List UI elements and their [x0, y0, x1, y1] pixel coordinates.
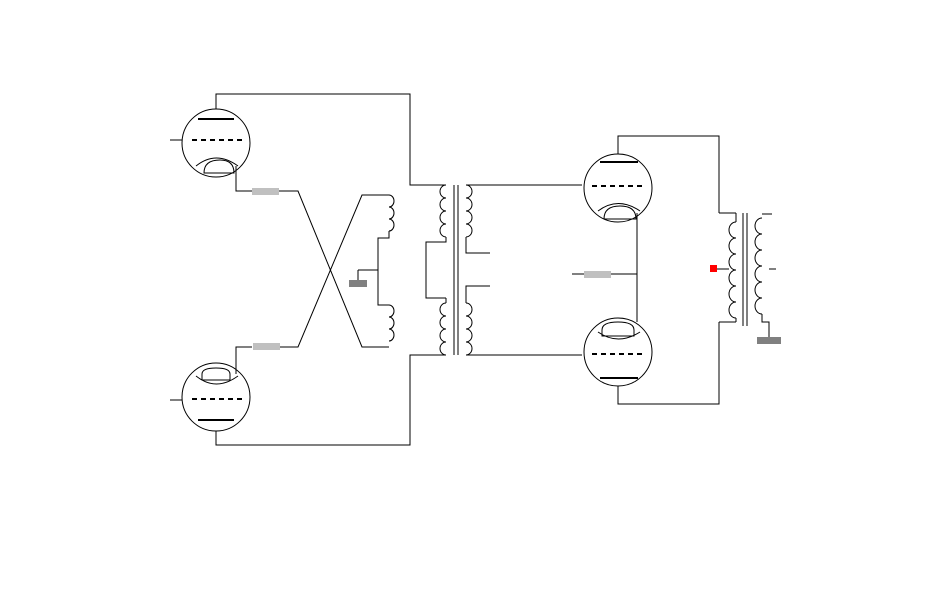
ground-symbol-left[interactable]: [349, 280, 367, 287]
tube-heater: [601, 321, 635, 337]
secondary-coil-lower: [465, 302, 473, 356]
primary-center-link: [425, 237, 447, 299]
tube-cathode: [195, 375, 239, 385]
output-primary-coil: [728, 221, 737, 319]
wire-cross-a: [279, 190, 389, 348]
output-transformer[interactable]: [714, 212, 776, 338]
tube-lower-left[interactable]: [181, 362, 251, 432]
lead: [465, 285, 490, 303]
ground-symbol-right[interactable]: [757, 337, 781, 344]
coil-lower-left: [388, 304, 395, 342]
lead: [465, 237, 490, 254]
tube-cathode: [597, 203, 641, 212]
interstage-transformer[interactable]: [425, 184, 490, 356]
wire-plate-lower-right: [617, 322, 720, 405]
tube-heater: [603, 205, 637, 220]
resistor-cathode-upper[interactable]: [252, 188, 279, 195]
resistor-cathode-right[interactable]: [584, 271, 611, 278]
wire-cathode-upper: [235, 166, 252, 192]
tube-upper-right[interactable]: [583, 153, 653, 223]
wire-plate-top: [215, 93, 437, 186]
tube-envelope: [583, 317, 653, 387]
tube-heater: [203, 159, 235, 174]
tube-cathode: [597, 331, 641, 340]
lead: [761, 314, 770, 338]
output-secondary-coil: [754, 217, 763, 315]
wire-coil-join: [377, 231, 390, 306]
tube-heater: [201, 367, 231, 381]
tube-cathode: [195, 157, 239, 167]
wire-cathode-lower: [235, 346, 252, 374]
center-tap-marker[interactable]: [710, 265, 717, 272]
tube-lower-right[interactable]: [583, 317, 653, 387]
tube-upper-left[interactable]: [181, 108, 251, 178]
coil-upper-left: [388, 194, 395, 232]
wire-cross-b: [280, 194, 389, 348]
tube-envelope: [583, 153, 653, 223]
primary-coil-upper: [439, 184, 447, 238]
wire-plate-bottom: [215, 354, 437, 446]
resistor-cathode-lower[interactable]: [253, 343, 280, 350]
primary-coil-lower: [439, 302, 447, 356]
secondary-coil-upper: [465, 184, 473, 238]
wire-plate-upper-right: [617, 135, 720, 213]
